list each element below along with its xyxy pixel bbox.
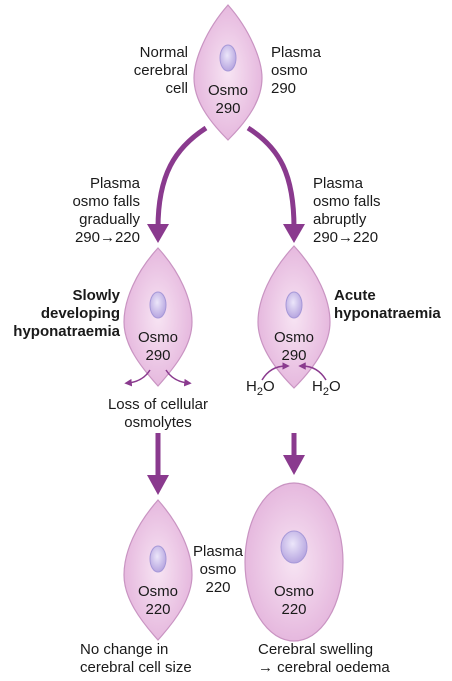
gradual-fall-label: Plasma osmo falls gradually 290→220 <box>72 175 140 246</box>
normal-cell-label: Normal cerebral cell <box>133 44 188 97</box>
water-in-arrow-left <box>261 362 290 381</box>
acute-title: Acute hyponatraemia <box>334 287 441 322</box>
swelling-caption: Cerebral swelling → cerebral oedema <box>258 641 390 676</box>
swollen-cell-nucleus <box>280 530 308 564</box>
plasma-osmo-bottom-label: Plasma osmo 220 <box>192 543 244 596</box>
arrow-gradual <box>155 125 208 229</box>
arrow-gradual-head <box>147 224 169 243</box>
water-left-label: H2O <box>246 378 275 398</box>
slow-cell-nucleus <box>149 291 167 319</box>
water-in-arrow-right <box>298 362 327 381</box>
arrow-abrupt-head <box>283 224 305 243</box>
slow-cell-osmo: Osmo 290 <box>137 329 178 364</box>
normal-cell-osmo: Osmo 290 <box>207 82 248 117</box>
abrupt-fall-label: Plasma osmo falls abruptly 290→220 <box>313 175 381 246</box>
arrow-down-left-head <box>147 475 169 495</box>
water-right-label: H2O <box>312 378 341 398</box>
adapted-cell-nucleus <box>149 545 167 573</box>
arrow-abrupt <box>246 125 297 229</box>
adapted-cell-osmo: Osmo 220 <box>137 583 178 618</box>
osmolyte-out-arrow-right <box>165 369 192 387</box>
plasma-osmo-top-label: Plasma osmo 290 <box>271 44 322 97</box>
slowly-developing-title: Slowly developing hyponatraemia <box>13 287 120 340</box>
acute-cell-nucleus <box>285 291 303 319</box>
normal-cell-nucleus <box>219 44 237 72</box>
no-change-caption: No change in cerebral cell size <box>80 641 192 676</box>
loss-of-osmolytes-label: Loss of cellular osmolytes <box>107 396 209 431</box>
normal-cell <box>193 4 263 141</box>
swollen-cell-osmo: Osmo 220 <box>273 583 314 618</box>
acute-cell-osmo: Osmo 290 <box>273 329 314 364</box>
osmolyte-out-arrow-left <box>124 369 151 387</box>
arrow-down-right-head <box>283 455 305 475</box>
